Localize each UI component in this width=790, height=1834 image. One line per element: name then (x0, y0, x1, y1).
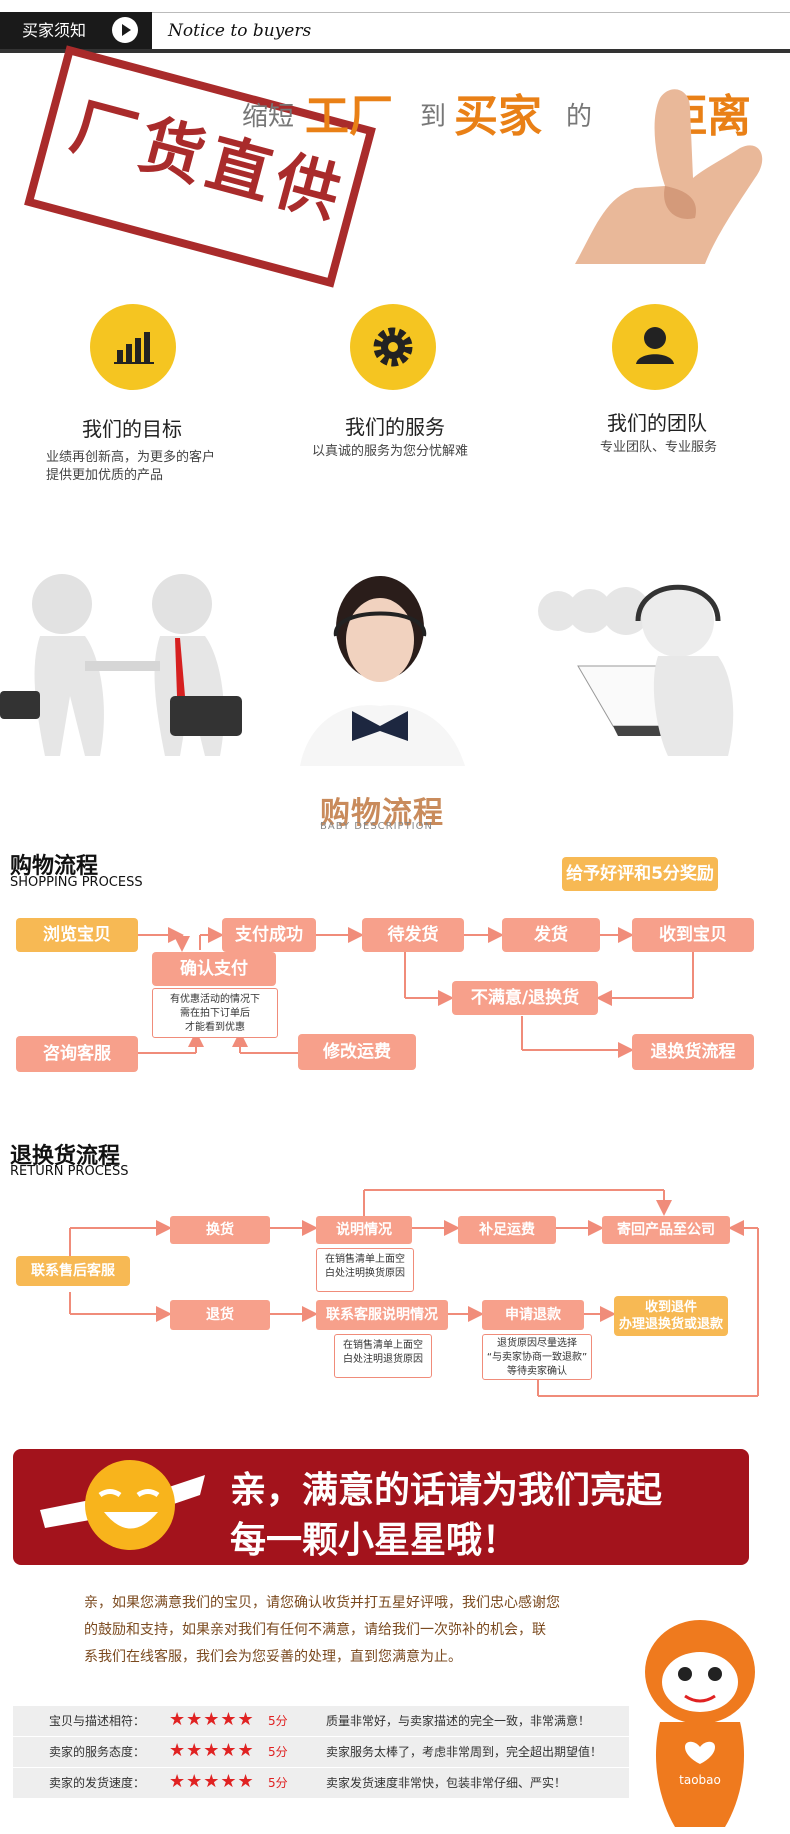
exchange-note-line-2: 白处注明换货原因 (325, 1268, 405, 1279)
return-process-subtitle: RETURN PROCESS (10, 1164, 129, 1179)
banner-word-4: 买家 (454, 91, 542, 142)
rating-label: 卖家的发货速度： (49, 1776, 146, 1790)
apply-note-line-1: 退货原因尽量选择 (497, 1338, 577, 1349)
step-ship: 发货 (502, 918, 600, 952)
rating-label: 卖家的服务态度： (49, 1745, 146, 1759)
review-message: 亲，如果您满意我们的宝贝，请您确认收货并打五星好评哦，我们忠心感谢您 的鼓励和支… (84, 1590, 614, 1671)
refund-note-line-1: 在销售清单上面空 (343, 1340, 423, 1351)
rating-label: 宝贝与描述相符： (49, 1714, 146, 1728)
customer-service-photo (280, 566, 485, 766)
step-modify-shipping: 修改运费 (298, 1034, 416, 1070)
rating-stars: ★★★★★ (169, 1771, 255, 1792)
return-exchange: 换货 (170, 1216, 270, 1244)
mascot-text: taobao (679, 1773, 721, 1787)
feature-desc-service: 以真诚的服务为您分忧解难 (312, 444, 469, 459)
rating-desc: 卖家发货速度非常快，包装非常仔细、严实！ (326, 1776, 567, 1790)
rating-row: 卖家的服务态度： ★★★★★ 5分 卖家服务太棒了，考虑非常周到，完全超出期望值… (13, 1737, 629, 1768)
shopping-section-title: 购物流程 (320, 796, 444, 831)
rating-desc: 卖家服务太棒了，考虑非常周到，完全超出期望值！ (326, 1745, 603, 1759)
rating-score: 5分 (268, 1714, 288, 1728)
gear-icon (350, 304, 436, 390)
rating-score: 5分 (268, 1745, 288, 1759)
step-consult: 咨询客服 (16, 1036, 138, 1072)
shopping-section-subtitle: BABY DESCRIPTION (320, 821, 433, 832)
apply-note-line-2: “与卖家协商一致退款” (486, 1352, 588, 1363)
rating-row: 卖家的发货速度： ★★★★★ 5分 卖家发货速度非常快，包装非常仔细、严实！ (13, 1768, 629, 1799)
header-divider (0, 49, 790, 53)
return-done-line-2: 办理退换货或退款 (618, 1317, 723, 1332)
review-message-line-3: 系我们在线客服，我们会为您妥善的处理，直到您满意为止。 (84, 1649, 462, 1665)
step-return-flow: 退换货流程 (632, 1034, 754, 1070)
confirm-note-line-1: 有优惠活动的情况下 (170, 994, 260, 1005)
rating-score: 5分 (268, 1776, 288, 1790)
exchange-note-line-1: 在销售清单上面空 (325, 1254, 405, 1265)
step-browse: 浏览宝贝 (16, 918, 138, 952)
feature-desc-goal-2: 提供更加优质的产品 (46, 468, 164, 483)
return-contact-aftersales: 联系售后客服 (16, 1256, 130, 1286)
return-send-back: 寄回产品至公司 (602, 1216, 730, 1244)
banner-word-1: 缩短 (242, 102, 295, 132)
taobao-mascot: taobao (645, 1620, 755, 1827)
confirm-note: 有优惠活动的情况下 需在拍下订单后 才能看到优惠 (152, 988, 278, 1038)
reward-box: 给予好评和5分奖励 (562, 857, 718, 891)
hand-gesture-image (575, 89, 763, 264)
rating-stars: ★★★★★ (169, 1740, 255, 1761)
shopping-flow-arrows (138, 927, 694, 1058)
star-banner-line-2: 每一颗小星星哦！ (230, 1520, 519, 1561)
banner-word-2: 工厂 (305, 91, 393, 142)
return-pay-shipping: 补足运费 (458, 1216, 556, 1244)
step-pending: 待发货 (362, 918, 464, 952)
exchange-note: 在销售清单上面空 白处注明换货原因 (316, 1248, 414, 1292)
rating-stars: ★★★★★ (169, 1709, 255, 1730)
review-message-line-2: 的鼓励和支持，如果亲对我们有任何不满意，请给我们一次弥补的机会，联 (84, 1622, 546, 1638)
rating-desc: 质量非常好，与卖家描述的完全一致，非常满意！ (326, 1714, 591, 1728)
feature-desc-team: 专业团队、专业服务 (600, 440, 718, 455)
refund-note: 在销售清单上面空 白处注明退货原因 (334, 1334, 432, 1378)
refund-note-line-2: 白处注明退货原因 (343, 1354, 423, 1365)
step-unsatisfied: 不满意/退换货 (452, 981, 598, 1015)
confirm-note-line-3: 才能看到优惠 (185, 1022, 245, 1033)
return-refund: 退货 (170, 1300, 270, 1330)
return-flow-arrows (69, 1189, 759, 1397)
return-done-line-1: 收到退件 (644, 1300, 697, 1315)
feature-title-goal: 我们的目标 (82, 417, 182, 441)
confirm-note-line-2: 需在拍下订单后 (180, 1008, 250, 1019)
step-received: 收到宝贝 (632, 918, 754, 952)
return-contact-cs: 联系客服说明情况 (316, 1300, 448, 1330)
feature-title-service: 我们的服务 (345, 415, 445, 439)
rating-row: 宝贝与描述相符： ★★★★★ 5分 质量非常好，与卖家描述的完全一致，非常满意！ (13, 1706, 629, 1737)
team-illustration (518, 566, 776, 766)
play-icon (112, 17, 138, 43)
banner-word-3: 到 (420, 102, 447, 132)
star-banner-line-1: 亲，满意的话请为我们亮起 (230, 1470, 663, 1511)
feature-desc-goal-1: 业绩再创新高，为更多的客户 (46, 450, 216, 465)
shopping-process-subtitle: SHOPPING PROCESS (10, 875, 143, 890)
step-paid: 支付成功 (222, 918, 316, 952)
user-icon (612, 304, 698, 390)
return-explain: 说明情况 (316, 1216, 412, 1244)
chart-icon (90, 304, 176, 390)
shopping-process-title: 购物流程 (10, 854, 99, 879)
return-done: 收到退件 办理退换货或退款 (614, 1296, 728, 1336)
feature-title-team: 我们的团队 (607, 411, 707, 435)
smiley-emoticon (40, 1460, 205, 1550)
notice-header-subtitle: Notice to buyers (152, 12, 790, 49)
handshake-illustration (0, 566, 248, 766)
return-apply-refund: 申请退款 (482, 1300, 584, 1330)
banner-word-5: 的 (566, 102, 593, 132)
apply-note-line-3: 等待卖家确认 (507, 1366, 567, 1377)
review-message-line-1: 亲，如果您满意我们的宝贝，请您确认收货并打五星好评哦，我们忠心感谢您 (84, 1595, 560, 1611)
return-process-title: 退换货流程 (10, 1144, 121, 1169)
apply-note: 退货原因尽量选择 “与卖家协商一致退款” 等待卖家确认 (482, 1334, 592, 1380)
step-confirm: 确认支付 (152, 952, 276, 986)
